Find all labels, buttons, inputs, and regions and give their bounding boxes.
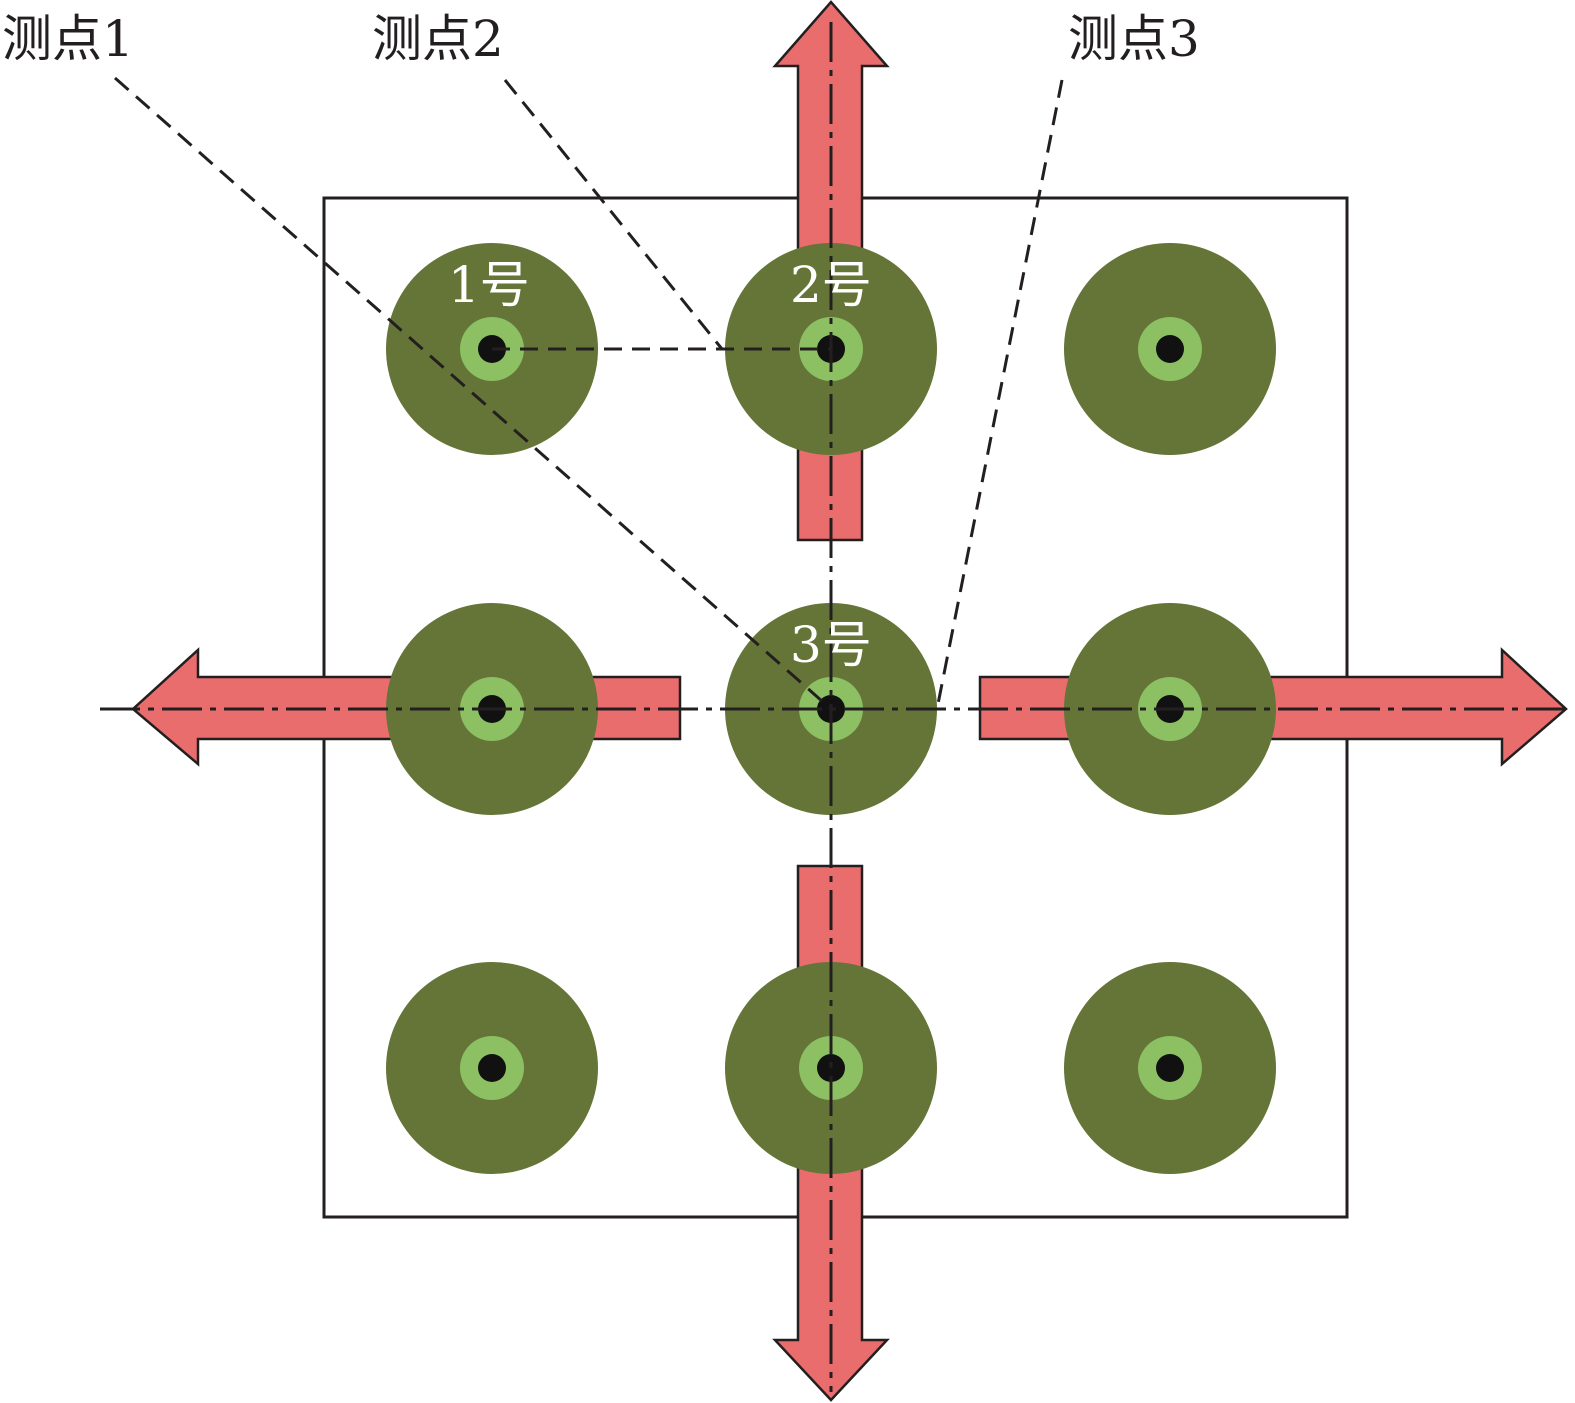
well-r3c2 <box>725 962 937 1174</box>
well-r3c1 <box>386 962 598 1174</box>
leader-measure-point-2 <box>503 79 724 350</box>
well-r1c3 <box>1064 243 1276 455</box>
well-core-dot <box>817 1054 845 1082</box>
measure-point-3-label: 测点3 <box>1068 10 1200 68</box>
well-r3c3 <box>1064 962 1276 1174</box>
well-3-label: 3号 <box>790 616 872 674</box>
well-1-label: 1号 <box>448 256 530 314</box>
leader-lines <box>114 76 1064 711</box>
well-core-dot <box>1156 1054 1184 1082</box>
well-core-dot <box>1156 335 1184 363</box>
measure-point-2-label: 测点2 <box>372 10 504 68</box>
leader-measure-point-3 <box>935 79 1064 710</box>
measure-point-1-label: 测点1 <box>2 10 134 68</box>
center-lines <box>100 22 1566 1392</box>
well-2-label: 2号 <box>790 256 872 314</box>
leader-measure-point-1 <box>114 76 832 711</box>
well-core-dot <box>478 1054 506 1082</box>
